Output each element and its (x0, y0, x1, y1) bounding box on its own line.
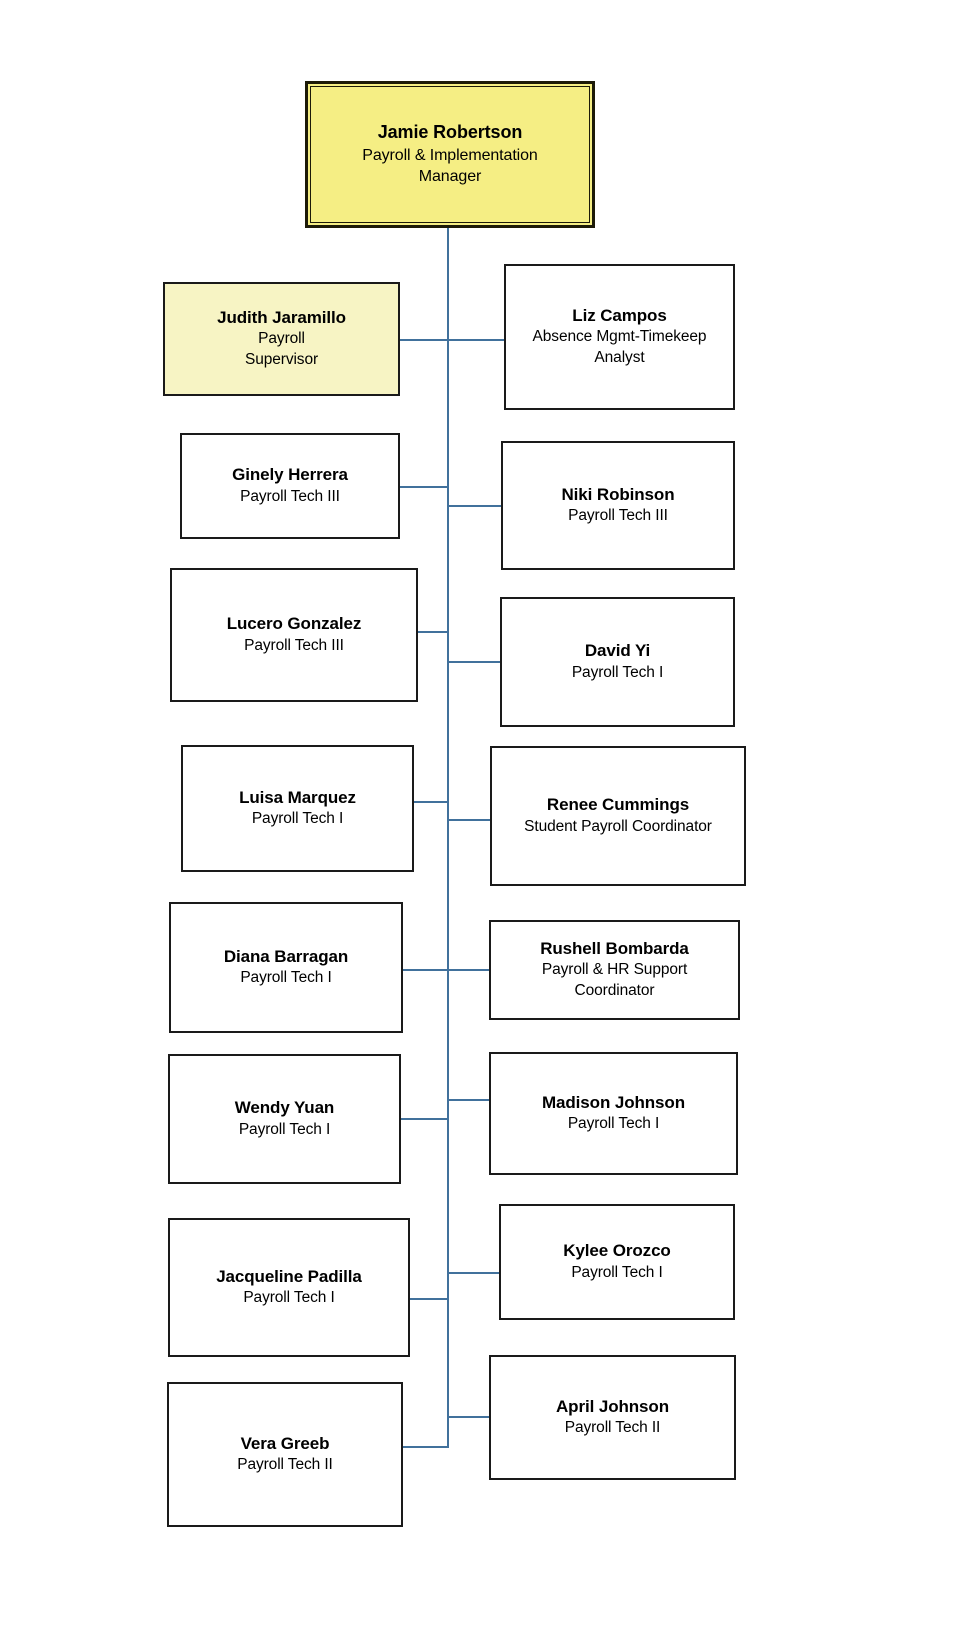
org-node-title-line1: Payroll Tech III (244, 636, 344, 654)
org-node-wendy-yuan[interactable]: Wendy Yuan Payroll Tech I (168, 1054, 401, 1184)
org-node-name: Liz Campos (572, 306, 667, 326)
connector-wendy-yuan (400, 1118, 448, 1120)
org-node-title-line1: Payroll Tech I (567, 1115, 660, 1133)
org-node-title-line1: Payroll Tech II (237, 1456, 333, 1474)
spine-vertical-main (447, 228, 449, 1447)
connector-jacqueline-padilla (409, 1298, 448, 1300)
org-node-title-line1: Payroll & Implementation (362, 146, 538, 164)
org-node-title-line1: Payroll Tech I (243, 1289, 335, 1307)
connector-judith-jaramillo (399, 339, 448, 341)
org-node-name: Rushell Bombarda (540, 939, 689, 959)
org-node-name: Luisa Marquez (239, 787, 356, 807)
connector-renee-cummings (447, 819, 491, 821)
org-node-name: Judith Jaramillo (217, 308, 346, 328)
org-node-name: April Johnson (556, 1396, 669, 1416)
org-node-david-yi[interactable]: David Yi Payroll Tech I (500, 597, 735, 727)
org-node-name: Wendy Yuan (234, 1098, 335, 1118)
org-node-name: Vera Greeb (240, 1433, 330, 1453)
org-node-name: David Yi (584, 641, 651, 661)
connector-ginely-herrera (399, 486, 448, 488)
org-node-name: Lucero Gonzalez (226, 614, 362, 634)
org-node-title-line1: Payroll Tech I (240, 969, 332, 987)
org-node-title-line1: Payroll Tech I (251, 810, 344, 828)
org-node-name: Jamie Robertson (377, 122, 523, 143)
org-node-title-line1: Payroll & HR Support (541, 961, 688, 979)
org-node-name: Niki Robinson (561, 484, 675, 504)
org-node-name: Ginely Herrera (232, 465, 348, 485)
connector-madison-johnson (447, 1099, 490, 1101)
org-node-title-line1: Payroll Tech III (568, 507, 668, 525)
org-node-renee-cummings[interactable]: Renee Cummings Student Payroll Coordinat… (490, 746, 746, 886)
org-node-title-line2: Manager (418, 168, 482, 186)
connector-rushell-bombarda (447, 969, 490, 971)
org-node-name: Jacqueline Padilla (216, 1266, 362, 1286)
org-node-jamie-robertson[interactable]: Jamie Robertson Payroll & Implementation… (305, 81, 595, 228)
org-node-diana-barragan[interactable]: Diana Barragan Payroll Tech I (169, 902, 403, 1033)
org-node-title-line2: Supervisor (244, 351, 319, 369)
org-node-title-line1: Payroll Tech III (240, 487, 340, 505)
org-node-niki-robinson[interactable]: Niki Robinson Payroll Tech III (501, 441, 735, 570)
connector-diana-barragan (403, 969, 448, 971)
org-node-liz-campos[interactable]: Liz Campos Absence Mgmt-Timekeep Analyst (504, 264, 735, 410)
org-node-ginely-herrera[interactable]: Ginely Herrera Payroll Tech III (180, 433, 400, 539)
org-node-name: Madison Johnson (541, 1092, 685, 1112)
org-node-title-line1: Payroll Tech I (238, 1120, 331, 1138)
org-node-title-line2: Analyst (594, 349, 645, 367)
org-node-madison-johnson[interactable]: Madison Johnson Payroll Tech I (489, 1052, 738, 1175)
org-node-name: Kylee Orozco (563, 1241, 671, 1261)
org-node-title-line1: Payroll (258, 330, 305, 348)
org-node-april-johnson[interactable]: April Johnson Payroll Tech II (489, 1355, 736, 1480)
connector-vera-greeb-riser (447, 1416, 449, 1448)
org-node-lucero-gonzalez[interactable]: Lucero Gonzalez Payroll Tech III (170, 568, 418, 702)
connector-april-johnson (447, 1416, 490, 1418)
org-node-jacqueline-padilla[interactable]: Jacqueline Padilla Payroll Tech I (168, 1218, 410, 1357)
org-node-title-line1: Payroll Tech I (571, 1263, 663, 1281)
connector-luisa-marquez (413, 801, 448, 803)
org-node-kylee-orozco[interactable]: Kylee Orozco Payroll Tech I (499, 1204, 735, 1320)
org-node-name: Diana Barragan (223, 946, 349, 966)
org-node-vera-greeb[interactable]: Vera Greeb Payroll Tech II (167, 1382, 403, 1527)
org-node-rushell-bombarda[interactable]: Rushell Bombarda Payroll & HR Support Co… (489, 920, 740, 1020)
org-node-title-line1: Student Payroll Coordinator (524, 817, 712, 835)
connector-kylee-orozco (447, 1272, 500, 1274)
org-node-title-line1: Payroll Tech I (571, 663, 664, 681)
org-node-luisa-marquez[interactable]: Luisa Marquez Payroll Tech I (181, 745, 414, 872)
org-node-title-line1: Payroll Tech II (564, 1419, 661, 1437)
org-node-title-line1: Absence Mgmt-Timekeep (532, 328, 707, 346)
org-node-title-line2: Coordinator (574, 982, 655, 1000)
connector-vera-greeb (402, 1446, 448, 1448)
org-node-name: Renee Cummings (546, 795, 690, 815)
connector-lucero-gonzalez (417, 631, 448, 633)
org-node-judith-jaramillo[interactable]: Judith Jaramillo Payroll Supervisor (163, 282, 400, 396)
connector-david-yi (447, 661, 501, 663)
connector-liz-campos (447, 339, 505, 341)
connector-niki-robinson (447, 505, 502, 507)
